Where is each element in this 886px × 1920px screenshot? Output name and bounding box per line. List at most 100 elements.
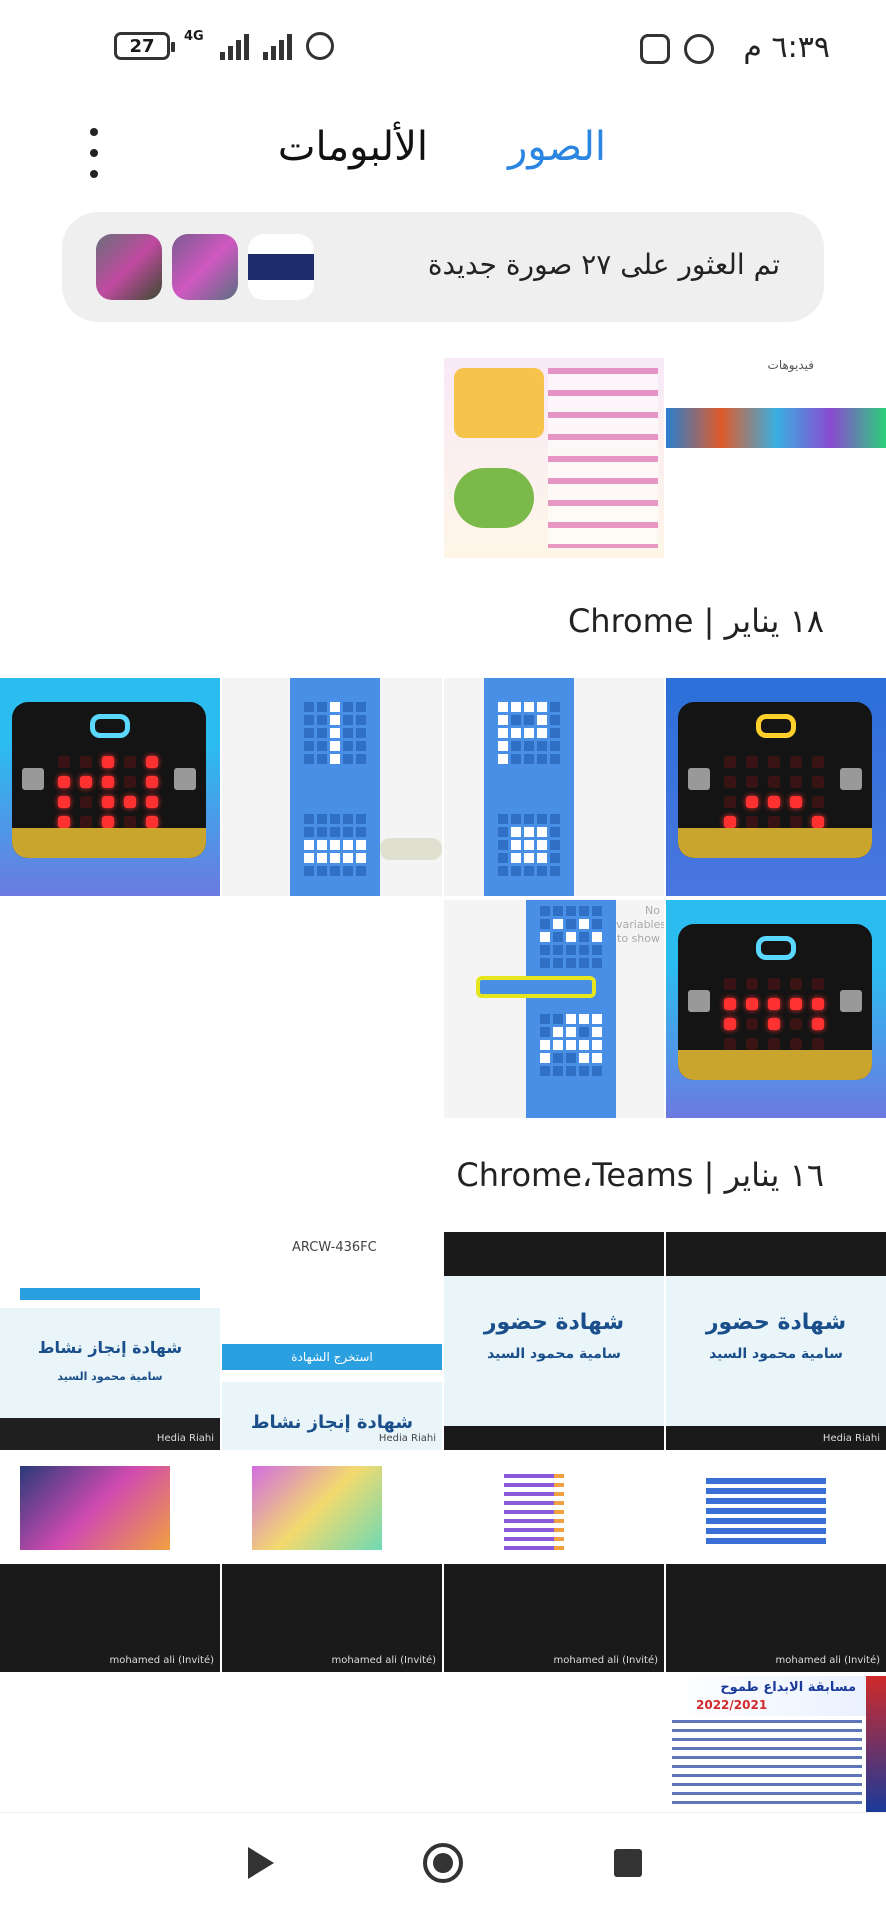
photo-thumbnail[interactable]: فيديوهات <box>666 358 886 458</box>
poster-title: مسابقة الابداع طموح <box>720 1680 856 1695</box>
microbit-pins <box>678 828 872 858</box>
instagram-icon <box>640 34 670 64</box>
slide-image <box>222 1454 442 1564</box>
dot-icon <box>90 170 98 178</box>
led-block <box>498 814 560 876</box>
led-block <box>540 906 602 968</box>
thumb-art <box>454 468 534 528</box>
slide-image <box>666 1454 886 1564</box>
banner-thumbnails <box>96 234 314 300</box>
home-icon[interactable] <box>423 1843 463 1883</box>
video-caption: mohamed ali (Invité) <box>331 1655 436 1666</box>
certificate-image: شهادة إنجاز نشاط سامية محمود السيد <box>0 1308 220 1418</box>
download-bar: استخرج الشهادة <box>222 1344 442 1370</box>
certificate-title: شهادة إنجاز نشاط <box>37 1338 183 1357</box>
top-tabs: الصور الألبومات <box>0 110 886 200</box>
photo-thumbnail[interactable]: mohamed ali (Invité) <box>222 1454 442 1672</box>
signal-icon-2 <box>262 32 292 60</box>
banner-thumb <box>248 234 314 300</box>
status-time: ٦:٣٩ م <box>743 30 830 65</box>
slide-image <box>0 1454 220 1564</box>
slide-content <box>252 1466 382 1550</box>
more-options-button[interactable] <box>84 128 104 178</box>
microbit-board <box>678 702 872 858</box>
microbit-button <box>174 768 196 790</box>
tab-albums[interactable]: الألبومات <box>277 124 428 170</box>
thumb-label: فيديوهات <box>767 358 814 372</box>
network-type: 4G <box>184 28 204 44</box>
video-caption: mohamed ali (Invité) <box>109 1655 214 1666</box>
notification-icons <box>640 34 714 64</box>
photo-thumbnail[interactable] <box>666 900 886 1118</box>
banner-thumb <box>96 234 162 300</box>
photo-thumbnail[interactable] <box>666 678 886 896</box>
certificate-name: سامية محمود السيد <box>487 1346 621 1362</box>
certificate-title: شهادة حضور <box>705 1310 847 1335</box>
slide-content <box>20 1466 170 1550</box>
microbit-pins <box>12 828 206 858</box>
banner-thumb <box>172 234 238 300</box>
video-caption: Hedia Riahi <box>156 1433 214 1444</box>
led-block <box>304 814 366 876</box>
video-caption: mohamed ali (Invité) <box>775 1655 880 1666</box>
photo-thumbnail[interactable]: mohamed ali (Invité) <box>666 1454 886 1672</box>
new-photos-banner[interactable]: تم العثور على ٢٧ صورة جديدة <box>62 212 824 322</box>
video-caption: Hedia Riahi <box>822 1433 880 1444</box>
photo-thumbnail[interactable]: No variables to show <box>444 900 664 1118</box>
certificate-title: شهادة حضور <box>483 1310 625 1335</box>
poster-corner <box>866 1676 886 1812</box>
photo-thumbnail[interactable] <box>222 678 442 896</box>
certificate-name: سامية محمود السيد <box>709 1346 843 1362</box>
poster-year: 2022/2021 <box>696 1698 768 1712</box>
recent-apps-icon[interactable] <box>614 1849 642 1877</box>
poster-text <box>672 1720 862 1806</box>
screen-header <box>20 1288 200 1300</box>
microbit-logo <box>756 714 796 738</box>
poster-header <box>666 1676 886 1716</box>
code-block <box>380 838 442 860</box>
tab-photos[interactable]: الصور <box>508 124 606 170</box>
dot-icon <box>90 128 98 136</box>
photo-thumbnail[interactable]: mohamed ali (Invité) <box>444 1454 664 1672</box>
microbit-pins <box>678 1050 872 1080</box>
video-caption: Hedia Riahi <box>378 1433 436 1444</box>
microbit-button <box>688 990 710 1012</box>
certificate-title: شهادة إنجاز نشاط <box>250 1412 414 1433</box>
certificate-image: شهادة حضور سامية محمود السيد <box>666 1276 886 1426</box>
microbit-logo <box>90 714 130 738</box>
section-heading: ١٦ يناير | Chrome،Teams <box>456 1156 824 1194</box>
photo-thumbnail[interactable]: مسابقة الابداع طموح 2022/2021 <box>666 1676 886 1812</box>
certificate-image: شهادة إنجاز نشاط <box>222 1382 442 1450</box>
photo-thumbnail[interactable]: شهادة حضور سامية محمود السيد Hedia Riahi <box>666 1232 886 1450</box>
system-icons: 27 4G <box>114 28 334 60</box>
slide-bars <box>554 1474 564 1550</box>
microbit-logo <box>756 936 796 960</box>
microbit-board <box>678 924 872 1080</box>
taskbar <box>0 1418 220 1450</box>
microbit-board <box>12 702 206 858</box>
photo-thumbnail[interactable]: mohamed ali (Invité) <box>0 1454 220 1672</box>
status-bar: ٦:٣٩ م 27 4G <box>0 0 886 100</box>
dot-icon <box>90 149 98 157</box>
photo-thumbnail[interactable] <box>444 358 664 558</box>
photo-thumbnail[interactable]: ARCW-436FC استخرج الشهادة شهادة إنجاز نش… <box>222 1232 442 1450</box>
signal-icon <box>219 32 249 60</box>
microbit-button <box>840 768 862 790</box>
back-icon[interactable] <box>248 1847 274 1879</box>
led-block <box>304 702 366 764</box>
photo-thumbnail[interactable] <box>0 678 220 896</box>
photo-thumbnail[interactable] <box>444 678 664 896</box>
whatsapp-icon <box>684 34 714 64</box>
photo-thumbnail[interactable]: شهادة إنجاز نشاط سامية محمود السيد Hedia… <box>0 1232 220 1450</box>
thumb-art <box>454 368 544 438</box>
led-block <box>498 702 560 764</box>
download-label: استخرج الشهادة <box>291 1350 373 1364</box>
microbit-button <box>688 768 710 790</box>
system-nav-bar <box>0 1812 886 1920</box>
photo-thumbnail[interactable]: شهادة حضور سامية محمود السيد <box>444 1232 664 1450</box>
microbit-button <box>840 990 862 1012</box>
certificate-name: سامية محمود السيد <box>57 1370 163 1383</box>
battery-icon: 27 <box>114 32 175 60</box>
thumb-art <box>548 368 658 548</box>
section-heading: ١٨ يناير | Chrome <box>567 602 824 640</box>
